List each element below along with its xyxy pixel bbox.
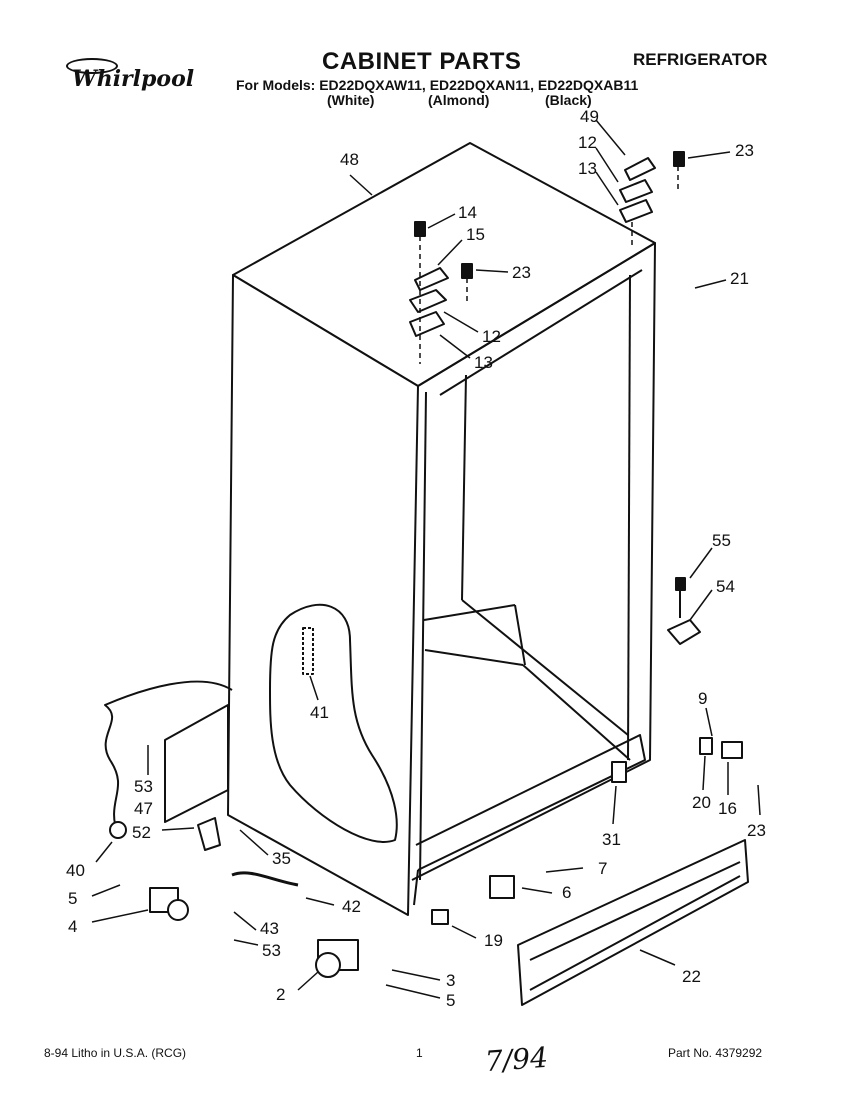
callout-16: 16 xyxy=(718,799,737,818)
callout-41: 41 xyxy=(310,703,329,722)
callout-4: 4 xyxy=(68,917,77,936)
callout-23: 23 xyxy=(735,141,754,160)
callout-43: 43 xyxy=(260,919,279,938)
cabinet-drawing xyxy=(104,142,749,1006)
footer-litho: 8-94 Litho in U.S.A. (RCG) xyxy=(44,1046,187,1060)
callout-14: 14 xyxy=(458,203,477,222)
footer-part-number: Part No. 4379292 xyxy=(668,1046,763,1060)
logo-swoosh-icon xyxy=(66,58,118,74)
brand-logo-text: Whirlpool xyxy=(72,66,195,92)
callout-40: 40 xyxy=(66,861,85,880)
callout-20: 20 xyxy=(692,793,711,812)
finish-black: (Black) xyxy=(545,92,592,108)
callout-35: 35 xyxy=(272,849,291,868)
callout-5: 5 xyxy=(68,889,77,908)
page-title: CABINET PARTS xyxy=(322,48,522,75)
callout-7: 7 xyxy=(598,859,607,878)
callout-22: 22 xyxy=(682,967,701,986)
leader-lines xyxy=(91,119,761,999)
callout-23c: 23 xyxy=(747,821,766,840)
callout-13b: 13 xyxy=(474,353,493,372)
callout-15: 15 xyxy=(466,225,485,244)
finish-white: (White) xyxy=(327,92,375,108)
callout-31: 31 xyxy=(602,830,621,849)
callout-3: 3 xyxy=(446,971,455,990)
callout-5b: 5 xyxy=(446,991,455,1010)
callout-53: 53 xyxy=(134,777,153,796)
callout-13: 13 xyxy=(578,159,597,178)
callout-49: 49 xyxy=(580,107,599,126)
callout-42: 42 xyxy=(342,897,361,916)
callout-19: 19 xyxy=(484,931,503,950)
footer-page-number: 1 xyxy=(416,1046,423,1060)
callout-52: 52 xyxy=(132,823,151,842)
callout-23b: 23 xyxy=(512,263,531,282)
models-line: For Models: ED22DQXAW11, ED22DQXAN11, ED… xyxy=(236,77,639,93)
callout-labels: 48 49 12 13 23 14 15 23 12 13 21 55 54 9… xyxy=(66,107,766,1010)
product-name: REFRIGERATOR xyxy=(633,50,768,69)
callout-21: 21 xyxy=(730,269,749,288)
callout-53b: 53 xyxy=(262,941,281,960)
finish-almond: (Almond) xyxy=(428,92,490,108)
callout-47: 47 xyxy=(134,799,153,818)
callout-9: 9 xyxy=(698,689,707,708)
callout-55: 55 xyxy=(712,531,731,550)
callout-6: 6 xyxy=(562,883,571,902)
callout-12: 12 xyxy=(578,133,597,152)
handwritten-signature: 7/94 xyxy=(483,1040,549,1079)
callout-54: 54 xyxy=(716,577,735,596)
callout-12b: 12 xyxy=(482,327,501,346)
callout-48: 48 xyxy=(340,150,359,169)
callout-2: 2 xyxy=(276,985,285,1004)
